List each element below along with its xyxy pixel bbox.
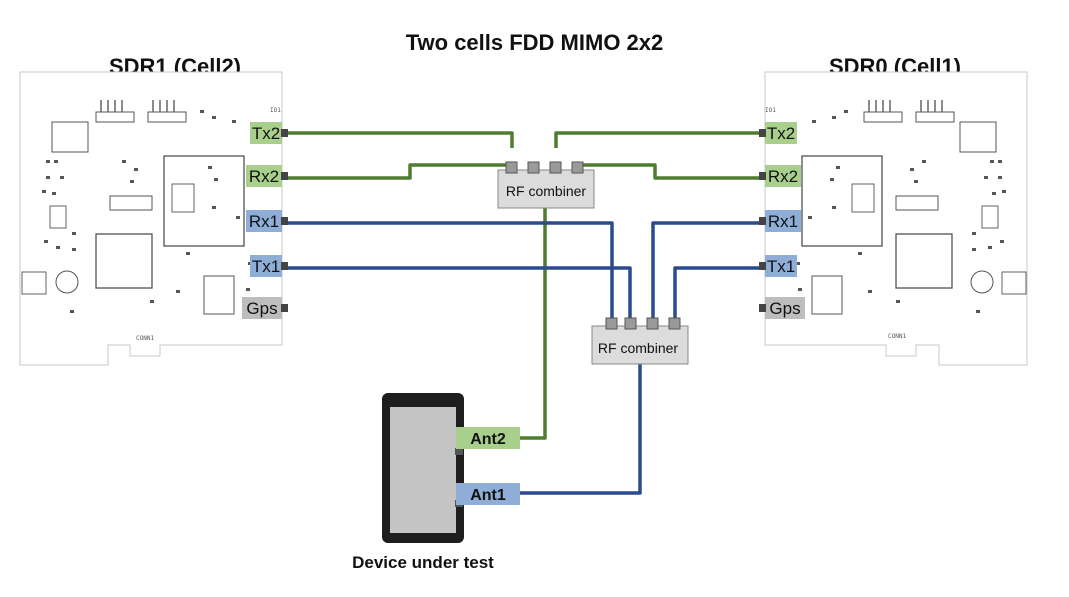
cable-sdr1-rx1 [282, 221, 614, 318]
rf-combiner-top-label: RF combiner [506, 183, 586, 199]
sdr1-port-tx2: Tx2 [252, 124, 280, 143]
sdr1-port-rx2: Rx2 [249, 167, 279, 186]
device-under-test: Ant2 Ant1 [382, 393, 520, 543]
sdr1-port-gps: Gps [246, 299, 277, 318]
svg-text:CONN1: CONN1 [888, 333, 906, 340]
cable-sdr0-rx2 [576, 163, 765, 180]
sdr1-ports: Tx2 Rx2 Rx1 Tx1 Gps [242, 122, 288, 319]
cable-sdr0-tx1 [673, 266, 765, 318]
svg-text:IO1: IO1 [765, 107, 776, 114]
rf-combiner-bottom-label: RF combiner [598, 340, 678, 356]
sdr0-port-tx1: Tx1 [767, 257, 795, 276]
cable-sdr1-rx2 [282, 163, 512, 180]
rf-combiner-top: RF combiner [497, 161, 595, 209]
cable-ant1 [520, 362, 642, 495]
sdr0-ports: Tx2 Rx2 Rx1 Tx1 Gps [759, 122, 805, 319]
sdr1-board: CONN1 IO1 [19, 71, 283, 366]
sdr0-port-tx2: Tx2 [767, 124, 795, 143]
svg-text:CONN1: CONN1 [136, 335, 154, 342]
cable-sdr1-tx2 [282, 131, 514, 148]
cable-sdr1-tx1 [282, 266, 632, 318]
sdr0-port-rx1: Rx1 [768, 212, 798, 231]
sdr0-board: CONN1 IO1 [764, 71, 1028, 366]
ant2-label: Ant2 [470, 431, 506, 448]
cable-ant2 [520, 208, 547, 440]
rf-combiner-bottom: RF combiner [591, 317, 689, 365]
ant1-label: Ant1 [470, 487, 506, 504]
cable-sdr0-rx1 [651, 221, 765, 318]
sdr0-port-rx2: Rx2 [768, 167, 798, 186]
sdr1-port-rx1: Rx1 [249, 212, 279, 231]
sdr1-port-tx1: Tx1 [252, 257, 280, 276]
sdr0-port-gps: Gps [769, 299, 800, 318]
cable-sdr0-tx2 [554, 131, 765, 148]
page-title: Two cells FDD MIMO 2x2 [405, 30, 664, 55]
svg-text:IO1: IO1 [270, 107, 281, 114]
device-under-test-label: Device under test [352, 553, 494, 572]
